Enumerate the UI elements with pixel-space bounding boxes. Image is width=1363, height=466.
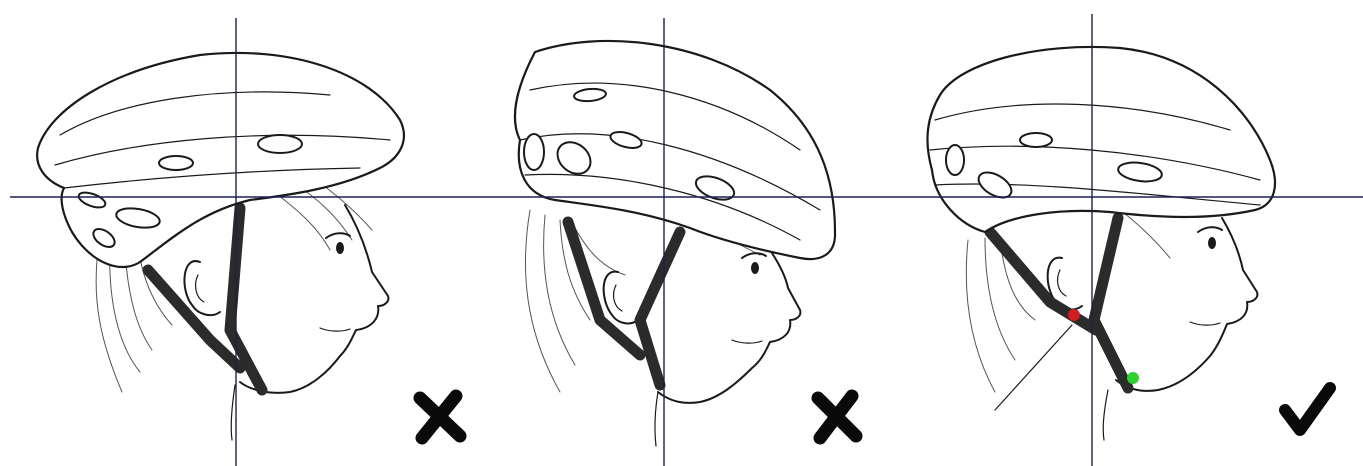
face-profile-2 xyxy=(658,250,800,403)
buckle-marker-red xyxy=(1068,309,1080,321)
ear-1 xyxy=(184,261,220,315)
eye-1 xyxy=(326,233,350,254)
eye-2 xyxy=(742,253,766,274)
strap-2 xyxy=(568,222,680,385)
cross-mark-1 xyxy=(420,396,460,438)
face-profile-3 xyxy=(1116,218,1257,391)
check-mark xyxy=(1285,388,1330,430)
buckle-marker-green xyxy=(1127,372,1139,384)
panel-too-far-back xyxy=(37,18,404,466)
helmet-2 xyxy=(515,41,835,259)
face-profile-1 xyxy=(240,205,388,393)
panel-correct-fit xyxy=(927,14,1275,466)
cross-mark-2 xyxy=(818,396,856,438)
helmet-3 xyxy=(927,47,1275,232)
jaw-reference-line xyxy=(995,325,1072,410)
panel-too-far-forward xyxy=(515,18,835,466)
eye-3 xyxy=(1198,227,1222,249)
strap-3 xyxy=(990,218,1128,388)
ear-2 xyxy=(604,272,638,324)
